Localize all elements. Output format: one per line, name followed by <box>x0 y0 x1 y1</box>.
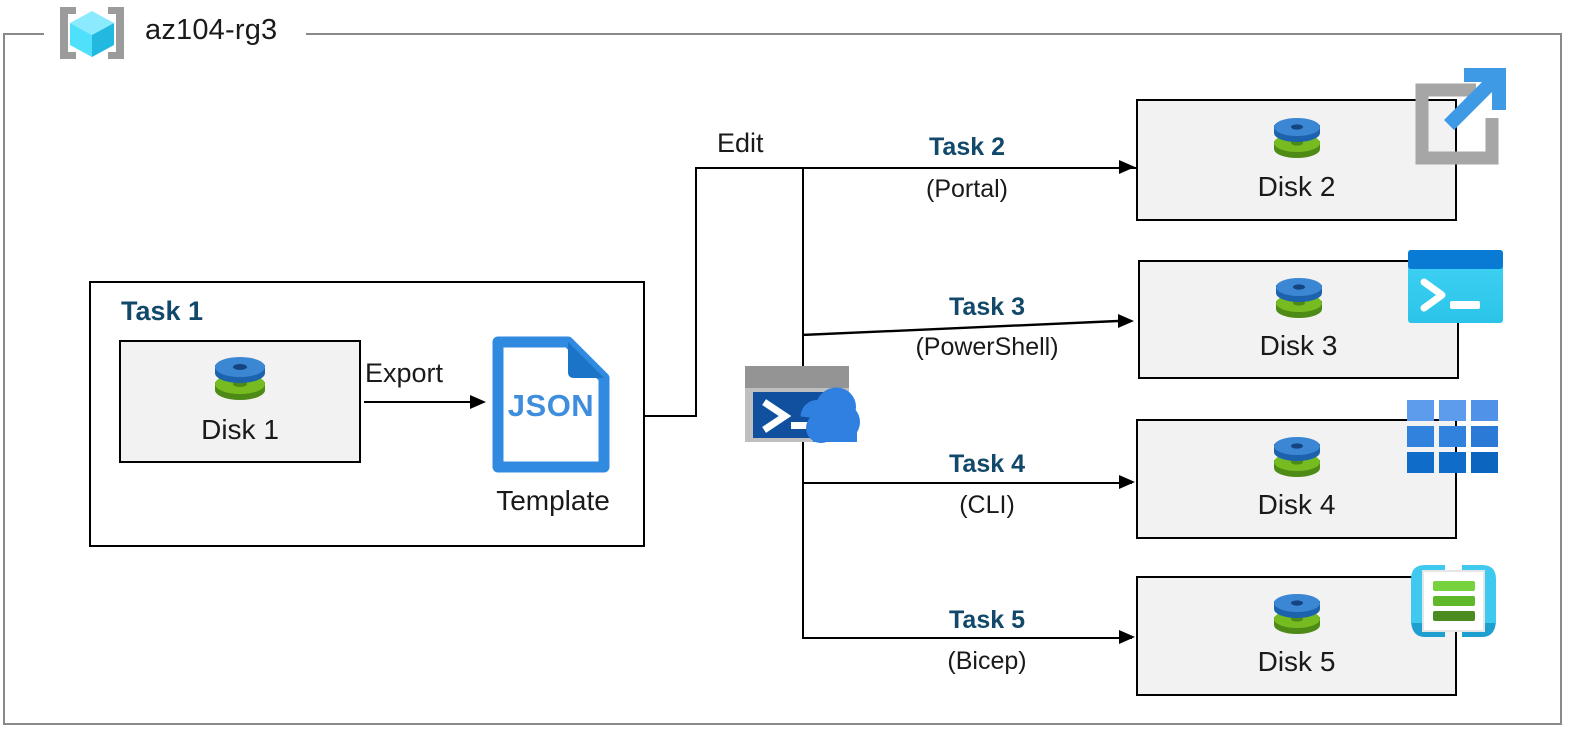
disk3-box[interactable]: Disk 3 <box>1138 260 1459 379</box>
task4-arrowhead-icon <box>1119 475 1135 489</box>
azure-portal-icon[interactable] <box>1408 62 1513 167</box>
json-file-icon[interactable]: JSON <box>492 336 610 473</box>
export-arrow-line <box>364 401 476 403</box>
task4-arrow-line <box>802 482 1132 484</box>
template-label: Template <box>496 485 610 516</box>
edit-path-segment-out <box>645 415 697 417</box>
task1-title: Task 1 <box>121 296 204 326</box>
task2-tool-label: (Portal) <box>926 175 1008 203</box>
disk1-box[interactable]: Disk 1 <box>119 340 361 463</box>
disk4-box[interactable]: Disk 4 <box>1136 419 1457 539</box>
json-badge-label: JSON <box>507 388 595 423</box>
resource-group-frame <box>3 33 1562 725</box>
disk3-label: Disk 3 <box>1259 330 1338 361</box>
powershell-icon[interactable] <box>1408 250 1503 323</box>
disk5-label: Disk 5 <box>1257 646 1336 677</box>
task3-arrow-line <box>801 314 1134 336</box>
edit-path-segment-riser <box>695 167 697 417</box>
resource-group-icon <box>50 3 134 63</box>
disk4-label: Disk 4 <box>1257 489 1336 520</box>
edit-label: Edit <box>717 128 764 158</box>
task4-label: Task 4 <box>949 450 1025 478</box>
task5-arrow-line <box>802 637 1132 639</box>
disk1-label: Disk 1 <box>201 414 279 445</box>
task2-arrow-line <box>802 167 1132 169</box>
task2-label: Task 2 <box>929 133 1005 161</box>
export-arrowhead-icon <box>470 395 486 409</box>
task5-arrowhead-icon <box>1119 630 1135 644</box>
bicep-icon[interactable] <box>1405 557 1502 649</box>
resource-group-name: az104-rg3 <box>145 14 278 46</box>
cloud-shell-icon[interactable] <box>743 366 865 444</box>
disk2-label: Disk 2 <box>1257 171 1336 202</box>
managed-disk-icon <box>1268 115 1326 167</box>
task4-tool-label: (CLI) <box>959 491 1015 519</box>
task5-tool-label: (Bicep) <box>947 647 1027 675</box>
disk5-box[interactable]: Disk 5 <box>1136 576 1457 696</box>
task2-arrowhead-icon <box>1119 160 1135 174</box>
export-label: Export <box>365 358 444 388</box>
task3-label: Task 3 <box>949 293 1025 321</box>
managed-disk-icon <box>1268 434 1326 486</box>
azure-cli-icon[interactable] <box>1407 400 1499 475</box>
managed-disk-icon <box>1270 275 1328 327</box>
task3-tool-label: (PowerShell) <box>915 333 1059 361</box>
managed-disk-icon <box>209 354 271 410</box>
disk2-box[interactable]: Disk 2 <box>1136 99 1457 221</box>
managed-disk-icon <box>1268 591 1326 643</box>
task5-label: Task 5 <box>949 606 1025 634</box>
